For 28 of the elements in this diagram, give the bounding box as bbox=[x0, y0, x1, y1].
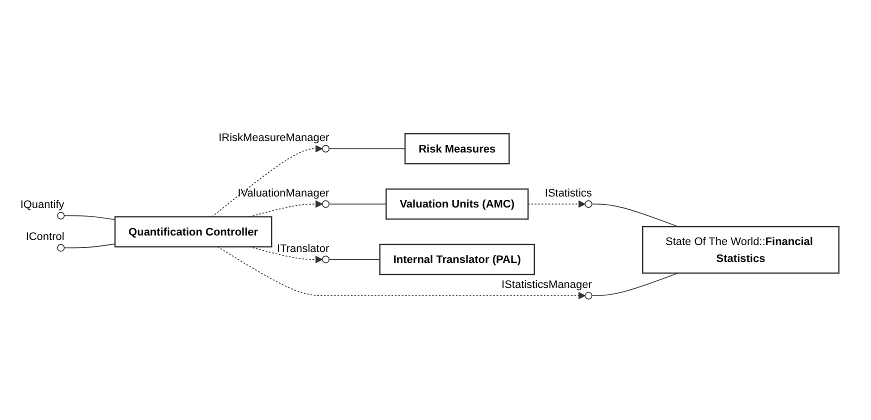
node-box: Internal Translator (PAL) bbox=[379, 244, 536, 276]
node-circle bbox=[322, 200, 330, 208]
connector bbox=[591, 272, 678, 296]
node-circle bbox=[584, 292, 592, 300]
connector bbox=[328, 259, 380, 260]
node-circle bbox=[584, 200, 592, 208]
node-circle bbox=[57, 244, 65, 252]
node-box: State Of The World::Financial Statistics bbox=[642, 226, 840, 274]
interface-label: IRiskMeasureManager bbox=[218, 132, 330, 144]
node-circle bbox=[322, 144, 330, 152]
connector bbox=[64, 215, 116, 220]
interface-label: IStatistics bbox=[544, 187, 592, 200]
interface-label: IQuantify bbox=[20, 199, 64, 212]
arrow bbox=[528, 200, 586, 208]
interface-label: ITranslator bbox=[277, 242, 330, 255]
connector bbox=[64, 244, 116, 248]
arrow bbox=[217, 246, 586, 300]
node-box: Valuation Units (AMC) bbox=[386, 188, 529, 220]
node-circle bbox=[57, 212, 65, 220]
interface-label: IControl bbox=[26, 231, 64, 244]
connector bbox=[591, 204, 678, 228]
interface-label: IStatisticsManager bbox=[502, 279, 592, 292]
interface-label: IValuationManager bbox=[238, 187, 330, 200]
node-box: Risk Measures bbox=[404, 133, 510, 164]
node-box: Quantification Controller bbox=[114, 216, 272, 248]
node-circle bbox=[322, 256, 330, 264]
arrow bbox=[212, 144, 323, 218]
connector bbox=[328, 148, 406, 150]
